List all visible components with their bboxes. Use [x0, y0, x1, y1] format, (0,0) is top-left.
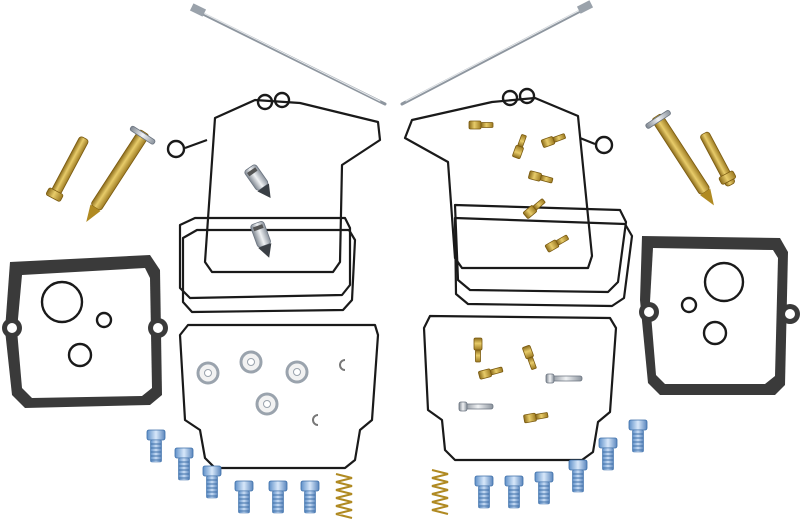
float-valve-lower: [250, 221, 272, 258]
jet-tube-right: [700, 131, 737, 187]
pilot-screw-left: [86, 125, 156, 222]
jet-tube-left: [45, 136, 89, 202]
pilot-screw-right: [645, 110, 714, 206]
bowl-gasket-left-o-rings: [40, 280, 113, 368]
float-valve-upper: [244, 164, 271, 199]
bowl-gasket-right: [639, 236, 800, 395]
cover-gasket-left: [166, 91, 382, 314]
cover-gasket-right: [403, 87, 634, 308]
washer-set: [196, 350, 309, 416]
jet-needle-right: [400, 0, 594, 106]
e-clip-pair: [312, 359, 346, 426]
steel-screw-pair: [458, 373, 583, 412]
bowl-gasket-left: [2, 255, 168, 408]
bowl-gasket-right-o-rings: [680, 261, 745, 346]
jet-needle-left: [189, 3, 387, 106]
float-bowl-o-ring-left: [178, 323, 380, 470]
